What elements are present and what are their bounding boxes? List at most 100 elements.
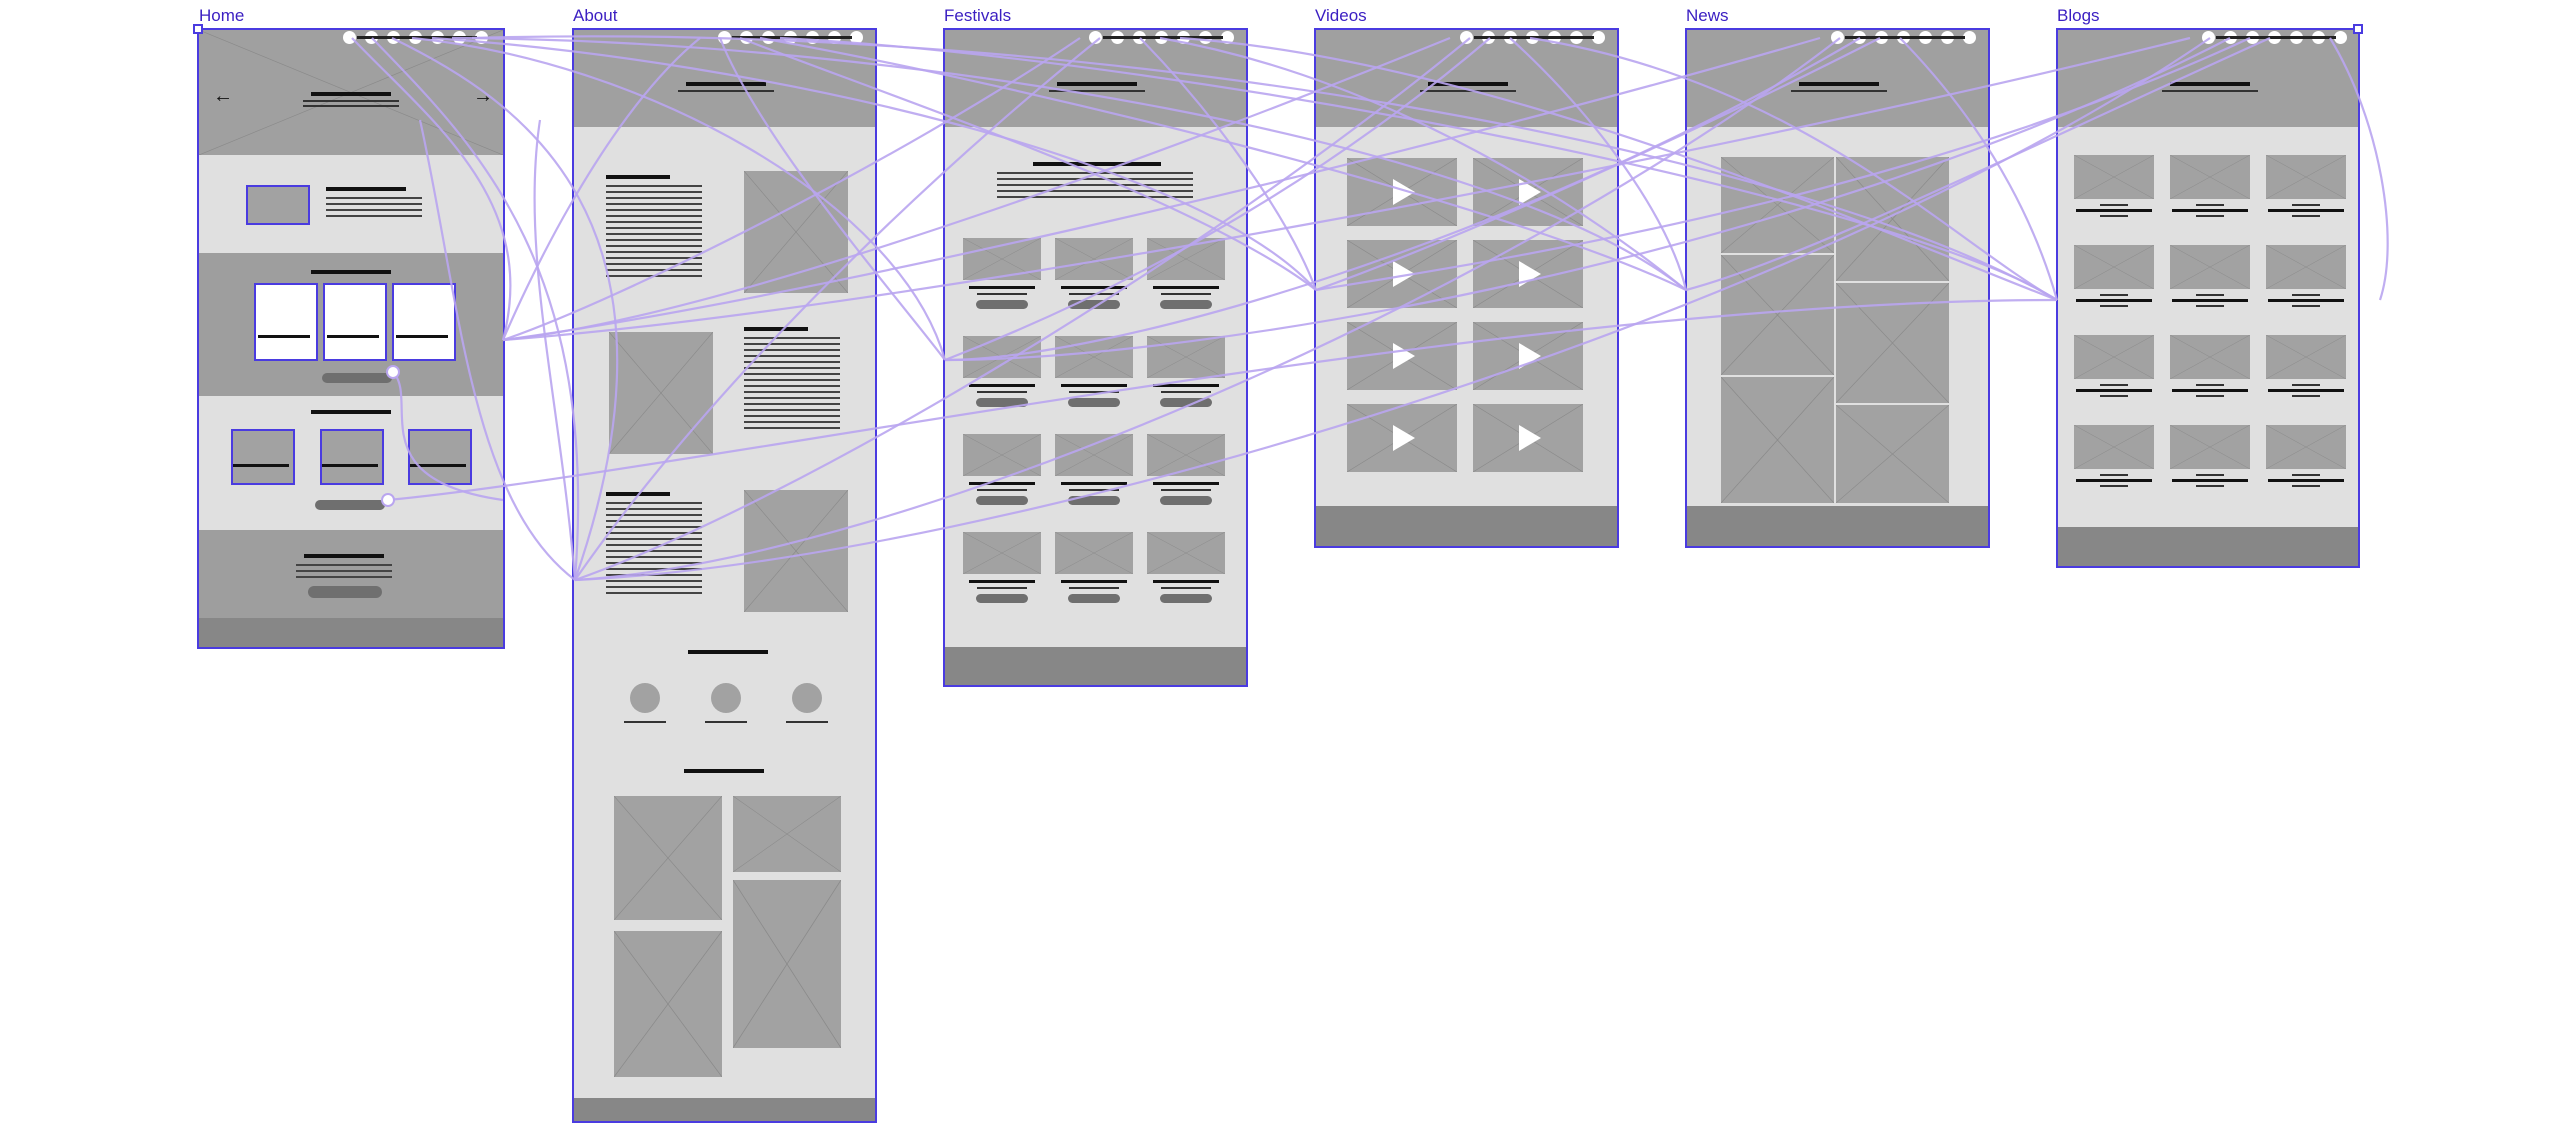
festival-thumbnail[interactable]: [1147, 336, 1225, 378]
nav-link-dot[interactable]: [1089, 31, 1102, 44]
festival-date: [1161, 489, 1211, 491]
festival-button[interactable]: [1160, 300, 1212, 309]
cta-button[interactable]: [308, 586, 382, 598]
nav-link-dot[interactable]: [2202, 31, 2215, 44]
view-more-button[interactable]: [322, 373, 392, 383]
play-icon[interactable]: [1519, 261, 1541, 287]
blog-title: [2076, 299, 2152, 302]
festival-card[interactable]: [323, 283, 387, 361]
frame-label-festivals[interactable]: Festivals: [944, 6, 1012, 25]
frame-home[interactable]: ← →: [197, 28, 505, 649]
blog-thumbnail[interactable]: [2074, 425, 2154, 469]
blog-thumbnail[interactable]: [2170, 245, 2250, 289]
frame-news[interactable]: [1685, 28, 1990, 548]
play-icon[interactable]: [1393, 261, 1415, 287]
festival-thumbnail[interactable]: [1147, 238, 1225, 280]
festival-button[interactable]: [1160, 398, 1212, 407]
blog-thumbnail[interactable]: [2266, 155, 2346, 199]
view-more-button[interactable]: [315, 500, 385, 510]
frame-label-about[interactable]: About: [573, 6, 618, 25]
home-festivals-section: [199, 253, 503, 396]
blog-thumbnail[interactable]: [2170, 335, 2250, 379]
selection-handle[interactable]: [193, 24, 203, 34]
frame-label-home[interactable]: Home: [199, 6, 245, 25]
festival-button[interactable]: [976, 300, 1028, 309]
festival-button[interactable]: [1068, 594, 1120, 603]
avatar: [792, 683, 822, 713]
blog-thumbnail[interactable]: [2266, 335, 2346, 379]
play-icon[interactable]: [1393, 343, 1415, 369]
festival-date: [1161, 391, 1211, 393]
blogs-footer: [2058, 527, 2358, 566]
nav-link-dot[interactable]: [1831, 31, 1844, 44]
blog-thumbnail[interactable]: [2074, 335, 2154, 379]
festival-button[interactable]: [1068, 300, 1120, 309]
festival-button[interactable]: [976, 496, 1028, 505]
festival-thumbnail[interactable]: [1055, 434, 1133, 476]
blog-meta: [2196, 384, 2224, 386]
image-placeholder-icon: [733, 880, 841, 1048]
festival-thumbnail[interactable]: [1055, 336, 1133, 378]
nav-bar: [1845, 36, 1965, 39]
festival-title: [1153, 384, 1219, 387]
festival-button[interactable]: [1068, 398, 1120, 407]
festival-button[interactable]: [976, 594, 1028, 603]
frame-about[interactable]: [572, 28, 877, 1123]
frame-label-videos[interactable]: Videos: [1315, 6, 1367, 25]
intro-image[interactable]: [246, 185, 310, 225]
frame-label-news[interactable]: News: [1686, 6, 1729, 25]
festival-thumbnail[interactable]: [963, 532, 1041, 574]
cta-heading: [304, 554, 384, 558]
festival-button[interactable]: [1160, 594, 1212, 603]
page-title: [1799, 82, 1879, 86]
blog-meta: [2196, 474, 2224, 476]
festival-card[interactable]: [254, 283, 318, 361]
selection-handle[interactable]: [2353, 24, 2363, 34]
nav-link-dot[interactable]: [343, 31, 356, 44]
festival-button[interactable]: [976, 398, 1028, 407]
festival-title: [1153, 286, 1219, 289]
video-card[interactable]: [408, 429, 472, 485]
festival-button[interactable]: [1068, 496, 1120, 505]
card-caption: [410, 464, 466, 467]
blog-thumbnail[interactable]: [2266, 245, 2346, 289]
play-icon[interactable]: [1519, 425, 1541, 451]
frame-label-blogs[interactable]: Blogs: [2057, 6, 2100, 25]
about-text: [606, 185, 702, 277]
play-icon[interactable]: [1393, 179, 1415, 205]
image-placeholder-icon: [1721, 157, 1834, 253]
festival-thumbnail[interactable]: [1147, 434, 1225, 476]
play-icon[interactable]: [1519, 343, 1541, 369]
blog-thumbnail[interactable]: [2074, 155, 2154, 199]
play-icon[interactable]: [1393, 425, 1415, 451]
play-icon[interactable]: [1519, 179, 1541, 205]
avatar-caption: [786, 721, 828, 723]
video-card[interactable]: [231, 429, 295, 485]
nav-bar: [2216, 36, 2336, 39]
festival-thumbnail[interactable]: [1055, 532, 1133, 574]
festival-button[interactable]: [1160, 496, 1212, 505]
festival-title: [1061, 482, 1127, 485]
page-subtitle: [678, 90, 774, 92]
blog-thumbnail[interactable]: [2170, 155, 2250, 199]
blog-thumbnail[interactable]: [2074, 245, 2154, 289]
festival-thumbnail[interactable]: [963, 238, 1041, 280]
nav-link-dot[interactable]: [718, 31, 731, 44]
blog-thumbnail[interactable]: [2266, 425, 2346, 469]
festival-card[interactable]: [392, 283, 456, 361]
festival-thumbnail[interactable]: [1055, 238, 1133, 280]
blog-thumbnail[interactable]: [2170, 425, 2250, 469]
blog-meta: [2196, 204, 2224, 206]
frame-blogs[interactable]: [2056, 28, 2360, 568]
video-card[interactable]: [320, 429, 384, 485]
festival-thumbnail[interactable]: [1147, 532, 1225, 574]
arrow-left-icon[interactable]: ←: [213, 85, 233, 107]
blog-title: [2076, 389, 2152, 392]
card-caption: [322, 464, 378, 467]
festival-date: [1069, 587, 1119, 589]
festival-thumbnail[interactable]: [963, 336, 1041, 378]
about-heading: [606, 492, 670, 496]
nav-link-dot[interactable]: [1460, 31, 1473, 44]
festival-thumbnail[interactable]: [963, 434, 1041, 476]
arrow-right-icon[interactable]: →: [473, 85, 493, 107]
